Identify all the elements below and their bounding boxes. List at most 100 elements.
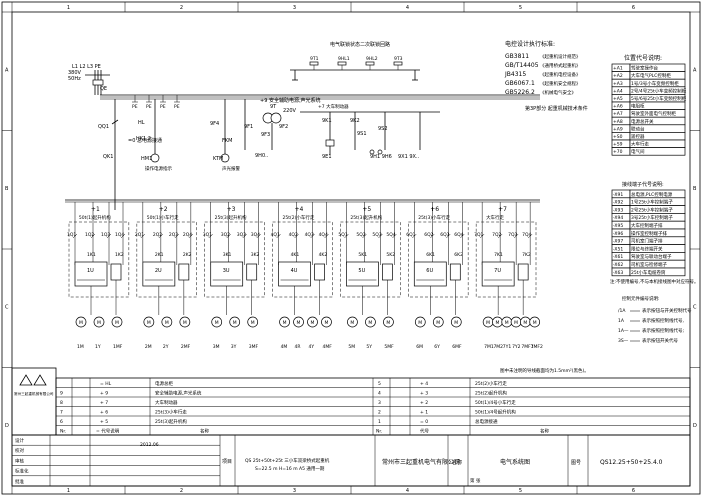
- feeder-label: 5Q1: [338, 232, 347, 238]
- motor-glyph: M: [368, 320, 372, 326]
- standard-desc: 《通用桥式起重机》: [540, 62, 581, 69]
- feeder-label: 7Q2: [492, 232, 501, 238]
- qe-label: QE: [100, 86, 107, 92]
- feeder-label: 5Q4: [386, 232, 395, 238]
- tb-row-label: 批准: [15, 478, 24, 485]
- x9: 9X1 9X..: [398, 154, 420, 160]
- feeder-label: 4Q1: [271, 232, 280, 238]
- legend-code: +A1: [613, 66, 623, 72]
- legend-desc: 大车电气PLC控制柜: [631, 72, 671, 79]
- motor-label: 4MF: [322, 344, 332, 350]
- motor-glyph: M: [436, 320, 440, 326]
- feeder-label: 3Q3: [237, 232, 246, 238]
- list-code-r: + 4: [420, 381, 428, 387]
- motor-icon: [307, 316, 318, 328]
- motor-glyph: M: [311, 320, 315, 326]
- chart-label: 名称: [452, 459, 462, 466]
- list-header-code2: 代号: [420, 428, 429, 435]
- motor-label: 1Y: [95, 344, 101, 350]
- legend-desc: 驾驶室外面电气控制柜: [631, 110, 676, 117]
- motor-label: 6Y: [434, 344, 440, 350]
- company-logo: 常州三起重机械有限公司: [11, 367, 57, 436]
- position-legend-title: 位置代号说明:: [624, 54, 662, 62]
- column-number-bottom: 6: [632, 488, 635, 494]
- control-section: QQ1 QK1 =0 总电源接通 HL HK1,2 HM1 操作电源指示 9F4…: [98, 97, 440, 210]
- legend-code: -X63: [613, 270, 623, 276]
- fm-label: FKM: [222, 138, 232, 144]
- motor-glyph: M: [251, 320, 255, 326]
- feeder-label: 1Q4: [115, 232, 124, 238]
- motor-label: 4R: [295, 344, 301, 350]
- company-name: 常州市三起重机电气有限公司: [382, 458, 460, 466]
- bus-label: L1 L2 L3 PE: [72, 64, 101, 70]
- tb-row-label: 审核: [15, 457, 24, 464]
- column-number-bottom: 3: [293, 488, 296, 494]
- list-desc-r: 总电源接通: [475, 418, 498, 425]
- column-number: 6: [632, 5, 635, 11]
- interlock-switch-label: 9HL1: [338, 56, 350, 62]
- motor-glyph: M: [79, 320, 83, 326]
- feeder-label: 7Q1: [474, 232, 483, 238]
- legend-desc: 大车控制端子排: [631, 222, 663, 229]
- list-num-r: 4: [378, 391, 381, 397]
- list-num-r: 5: [378, 381, 381, 387]
- column-number: 4: [406, 5, 409, 11]
- h9: 9H1 9H6: [370, 154, 392, 160]
- motor-icon: [247, 316, 259, 328]
- v220: 220V: [283, 108, 297, 114]
- feeder-label: 4Q4: [319, 232, 328, 238]
- logo-mark-icon-2: [33, 374, 47, 386]
- motor-icon: [75, 316, 87, 328]
- motor-label: 6MF: [452, 344, 462, 350]
- motor-label: 3M: [213, 344, 220, 350]
- f9-4: 9F2: [279, 124, 288, 130]
- interlock-title: 电气联锁状态二次联锁回路: [330, 41, 390, 48]
- motor-label: 5M: [348, 344, 355, 350]
- legend-code: +A5: [613, 96, 623, 102]
- tb-row-label: 设计: [15, 437, 24, 444]
- list-code-r: + 2: [420, 400, 428, 406]
- legend-desc: 2号/4号25t小车变频控制柜: [631, 87, 687, 94]
- s9-1: 9S1: [357, 131, 367, 137]
- list-desc-r: 50t(1)/4号小车行走: [475, 399, 516, 406]
- motor-glyph: M: [505, 320, 509, 326]
- motor-icon: [161, 316, 173, 328]
- motor-glyph: M: [386, 320, 390, 326]
- standard-code: GB3811: [505, 53, 529, 60]
- list-num-r: 1: [378, 419, 381, 425]
- plus7-label: +7 大车制动器: [318, 103, 349, 110]
- motor-label: 7Y1: [503, 344, 512, 350]
- legend-code: +A6: [613, 104, 623, 110]
- motor-icon: [111, 316, 123, 328]
- hm-desc: 操作电源指示: [145, 165, 172, 172]
- feeder-label: 6Q3: [440, 232, 449, 238]
- motor-label: 5Y: [366, 344, 372, 350]
- t9-label: 9T: [270, 104, 277, 110]
- standards-title: 电控设计执行标准:: [505, 40, 555, 48]
- row-letter-right: B: [693, 186, 697, 192]
- interlock-switch-label: 9T1: [310, 56, 319, 62]
- branch-number: +6: [430, 206, 439, 213]
- feeder-label: 1Q1: [67, 232, 76, 238]
- motor-glyph: M: [533, 320, 537, 326]
- hl-label: HL: [138, 120, 145, 126]
- inverter-label: 1U: [87, 268, 94, 274]
- branch-desc: 25t(2)小车行走: [283, 214, 315, 221]
- contactor-label-2: 6K2: [454, 252, 463, 258]
- legend-code: -X96: [613, 231, 623, 237]
- symbol-desc: 表示按照控制线代号,: [642, 317, 684, 324]
- motor-glyph: M: [147, 320, 151, 326]
- motor-label: 4M: [281, 344, 288, 350]
- motor-label: 1MF: [113, 344, 123, 350]
- f9-2: 9F1: [244, 124, 253, 130]
- motor-label: 7Y2: [512, 344, 521, 350]
- branch-number: +7: [498, 206, 507, 213]
- motor-glyph: M: [233, 320, 237, 326]
- feeder-label: 6Q1: [406, 232, 415, 238]
- motor-icon: [529, 316, 541, 328]
